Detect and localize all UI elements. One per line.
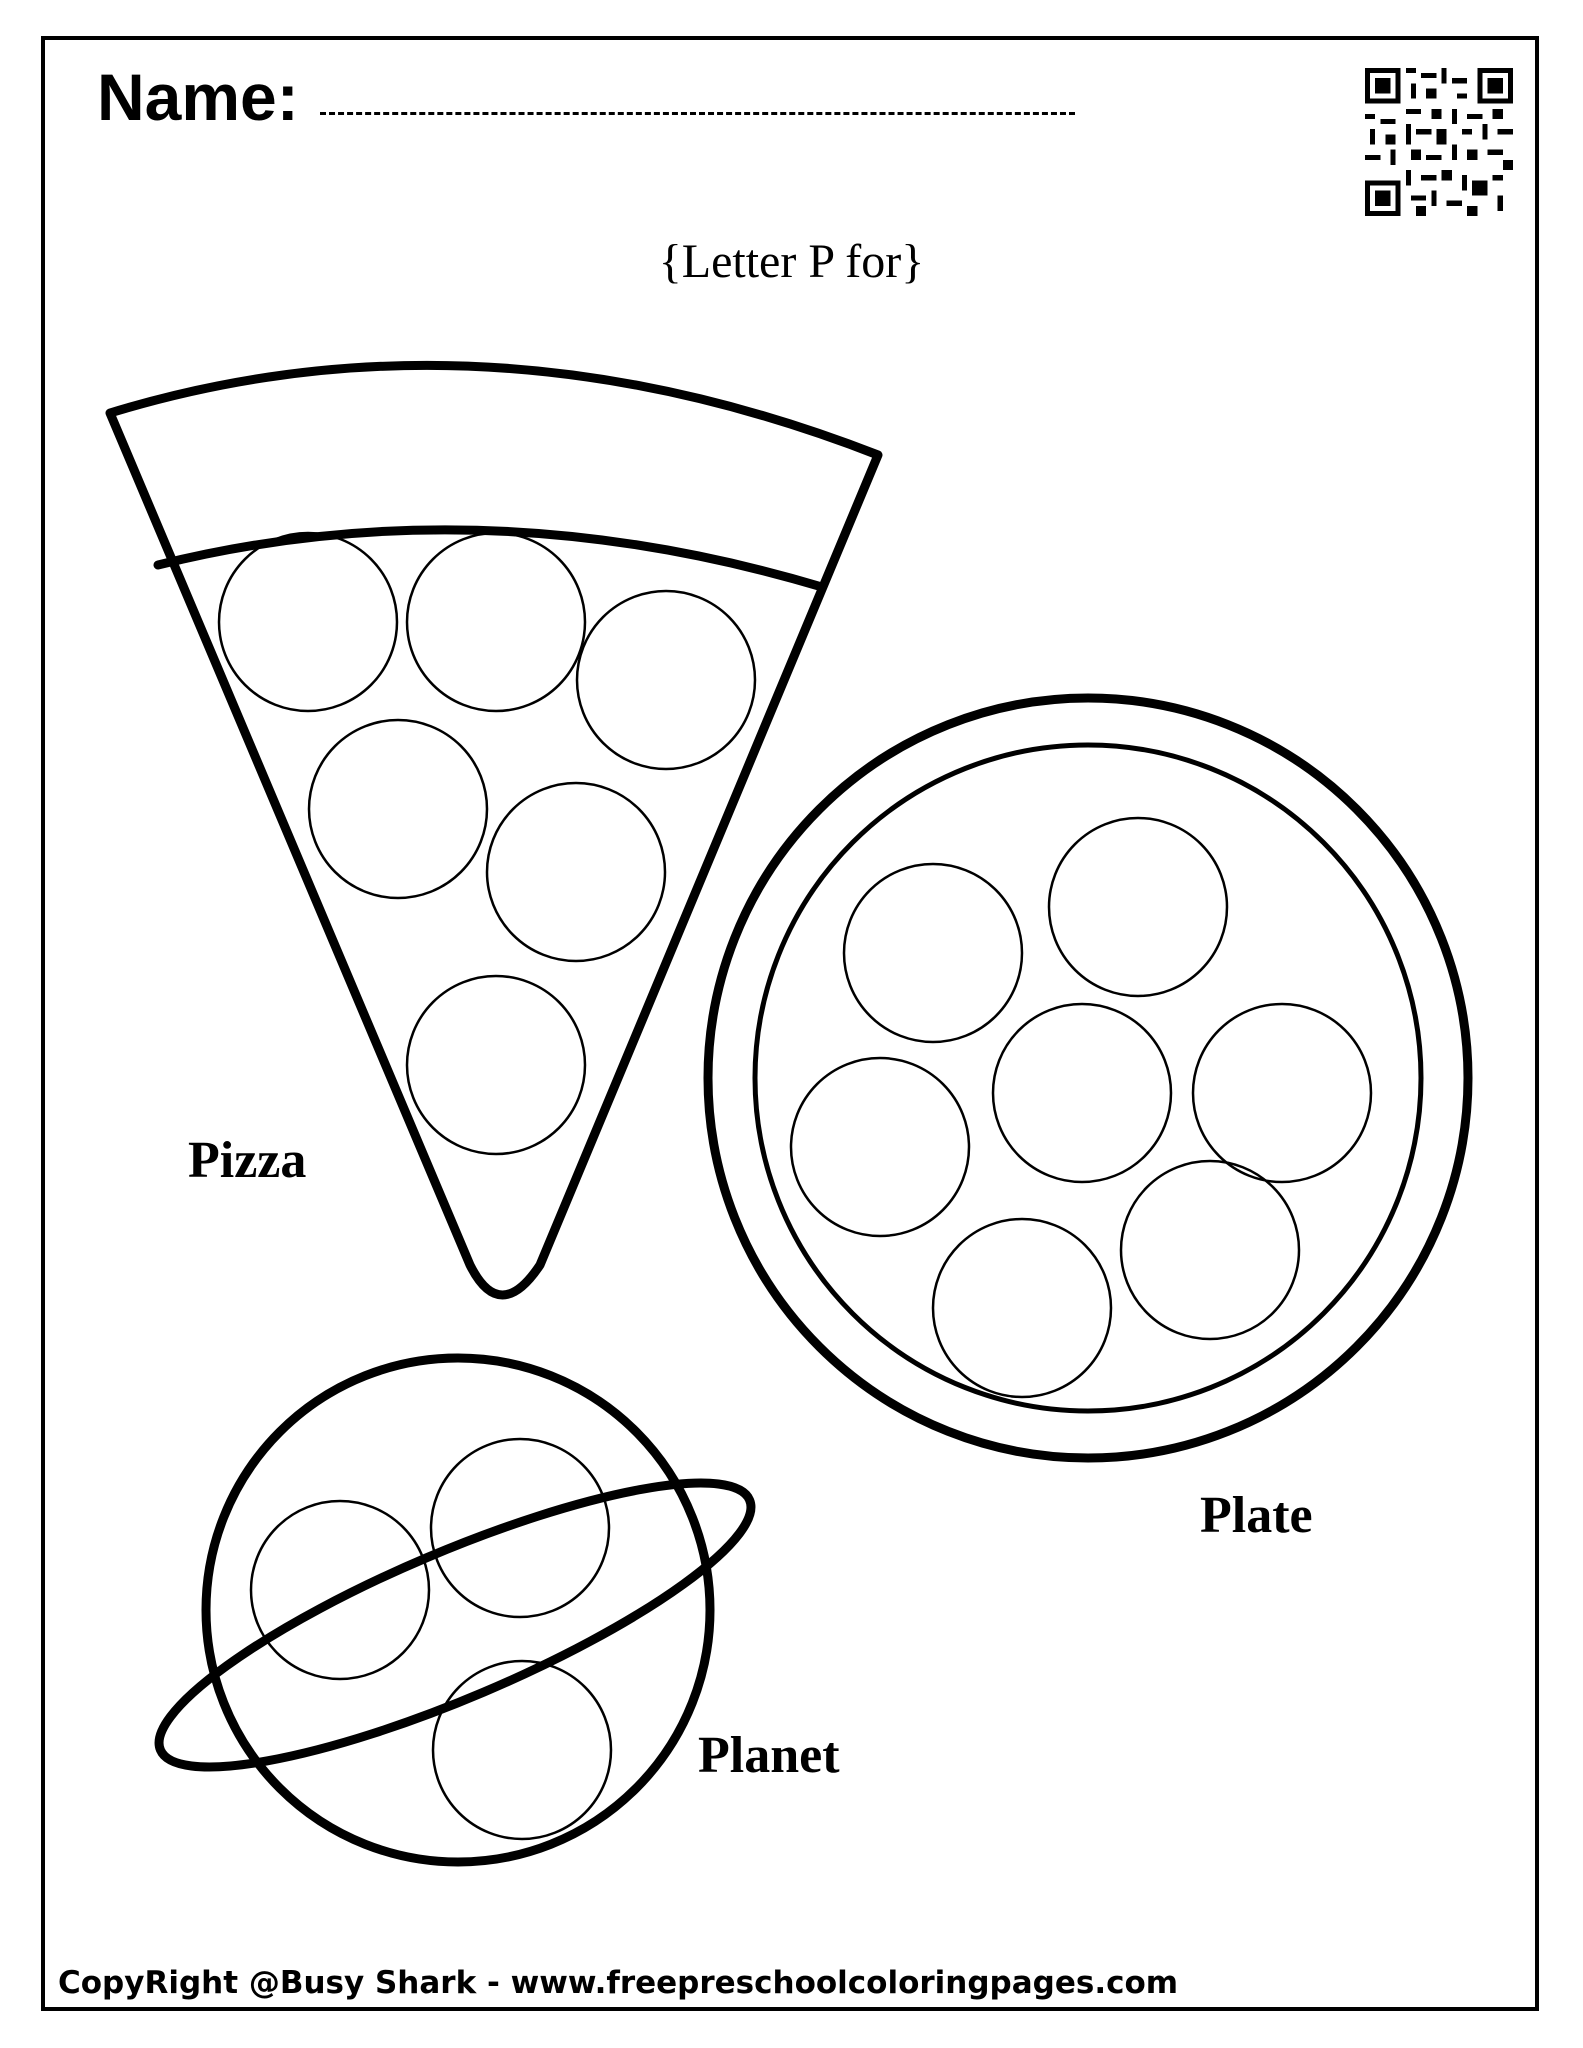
pizza-dot[interactable] — [575, 589, 757, 771]
plate-dot[interactable] — [931, 1217, 1113, 1399]
pizza-slice-icon — [105, 360, 883, 1300]
plate-dot[interactable] — [1191, 1002, 1373, 1184]
plate-dot[interactable] — [789, 1056, 971, 1238]
plate-dot[interactable] — [842, 862, 1024, 1044]
plate-dot[interactable] — [991, 1002, 1173, 1184]
pizza-dot[interactable] — [307, 718, 489, 900]
word-pizza: Pizza — [188, 1132, 307, 1189]
planet-dot[interactable] — [249, 1499, 431, 1681]
plate-dots — [789, 816, 1373, 1399]
pizza-dot[interactable] — [405, 531, 587, 713]
page-border — [41, 36, 1539, 2011]
worksheet-subtitle: {Letter P for} — [658, 235, 925, 288]
pizza-dot[interactable] — [485, 781, 667, 963]
planet-icon — [154, 1353, 756, 1867]
name-label: Name: — [97, 60, 299, 134]
plate-icon — [703, 693, 1473, 1463]
planet-dot[interactable] — [431, 1659, 613, 1841]
pizza-dot[interactable] — [405, 974, 587, 1156]
pizza-dot[interactable] — [217, 531, 399, 713]
planet-dots — [249, 1437, 613, 1841]
name-write-line[interactable] — [320, 112, 1075, 115]
copyright-footer: CopyRight @Busy Shark - www.freepreschoo… — [58, 1965, 1179, 2001]
plate-dot[interactable] — [1119, 1159, 1301, 1341]
word-planet: Planet — [698, 1727, 840, 1784]
pizza-dots — [217, 531, 757, 1156]
plate-dot[interactable] — [1047, 816, 1229, 998]
word-plate: Plate — [1200, 1487, 1313, 1544]
planet-dot[interactable] — [429, 1437, 611, 1619]
qr-code-icon — [1365, 68, 1513, 216]
